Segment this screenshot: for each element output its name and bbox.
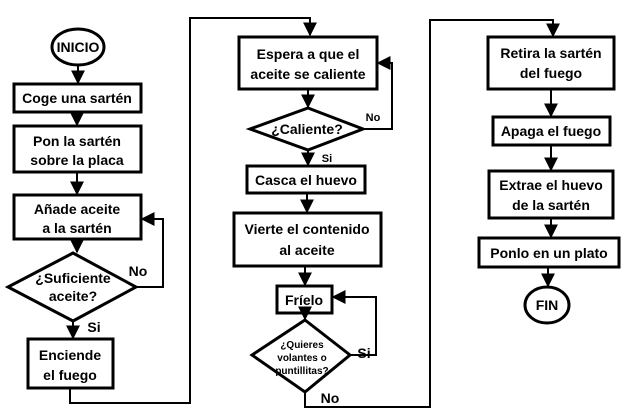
- col2-yes-label: Si: [322, 153, 332, 165]
- col2-no-label: No: [366, 112, 381, 124]
- col2-step3-box: [232, 211, 383, 268]
- col1-step4-label-line2: el fuego: [43, 367, 97, 383]
- end-node: [523, 285, 571, 325]
- col3-step1-label-line1: Retira la sartén: [500, 45, 601, 61]
- col2-decision2-label-line1: ¿Quieres: [280, 340, 324, 351]
- start-label: INICIO: [57, 39, 100, 55]
- col2-decision2-label-line3: puntillitas?: [275, 366, 328, 377]
- col1-no-label: No: [129, 263, 148, 279]
- col3-step3-box: [487, 169, 615, 220]
- col2-step1-label-line2: aceite se caliente: [250, 66, 365, 82]
- col3-step3-label-line1: Extrae el huevo: [499, 177, 603, 193]
- connector-col1-to-col2: [69, 17, 317, 404]
- col3-step3-label-line2: de la sartén: [512, 197, 590, 213]
- col3-step2-label: Apaga el fuego: [501, 123, 601, 139]
- col2-step1-label-line1: Espera a que el: [257, 46, 360, 62]
- col2-step4-label: Fríelo: [285, 292, 323, 308]
- col1-decision-label-line1: ¿Suficiente: [35, 270, 111, 286]
- connector-col1-no-loop: [136, 212, 164, 288]
- col2-step1-box: [237, 35, 379, 91]
- col1-decision-diamond: [4, 251, 140, 323]
- col1-step2-label-line1: Pon la sartén: [33, 133, 121, 149]
- col1-step3-label-line1: Añade aceite: [34, 201, 121, 217]
- col3-step1-label-line2: del fuego: [520, 65, 582, 81]
- col2-step2-label: Casca el huevo: [255, 172, 357, 188]
- connector-col2-to-col3: [304, 19, 560, 408]
- col1-step4-label-line1: Enciende: [39, 347, 101, 363]
- col2-step3-label-line1: Vierte el contenido: [245, 221, 370, 237]
- col1-step1-label: Coge una sartén: [22, 90, 132, 106]
- end-label: FIN: [536, 297, 559, 313]
- col1-step1-box: [12, 82, 143, 114]
- col2-no2-label: No: [321, 390, 340, 406]
- connector-col2-yes2-loop: [331, 290, 377, 356]
- connector-col2-no-loop: [363, 56, 393, 130]
- col2-step3-label-line2: al aceite: [279, 242, 334, 258]
- col1-yes-label: Si: [87, 319, 100, 335]
- col2-yes2-label: Si: [357, 345, 370, 361]
- col2-decision-label: ¿Caliente?: [271, 121, 343, 137]
- col3-step4-label: Ponlo en un plato: [490, 245, 607, 261]
- col2-decision2-label-line2: volantes o: [277, 353, 326, 364]
- col1-decision-label-line2: aceite?: [49, 288, 97, 304]
- col3-step1-box: [486, 35, 616, 91]
- col1-step2-label-line2: sobre la placa: [30, 152, 124, 168]
- col1-step3-label-line2: a la sartén: [42, 220, 111, 236]
